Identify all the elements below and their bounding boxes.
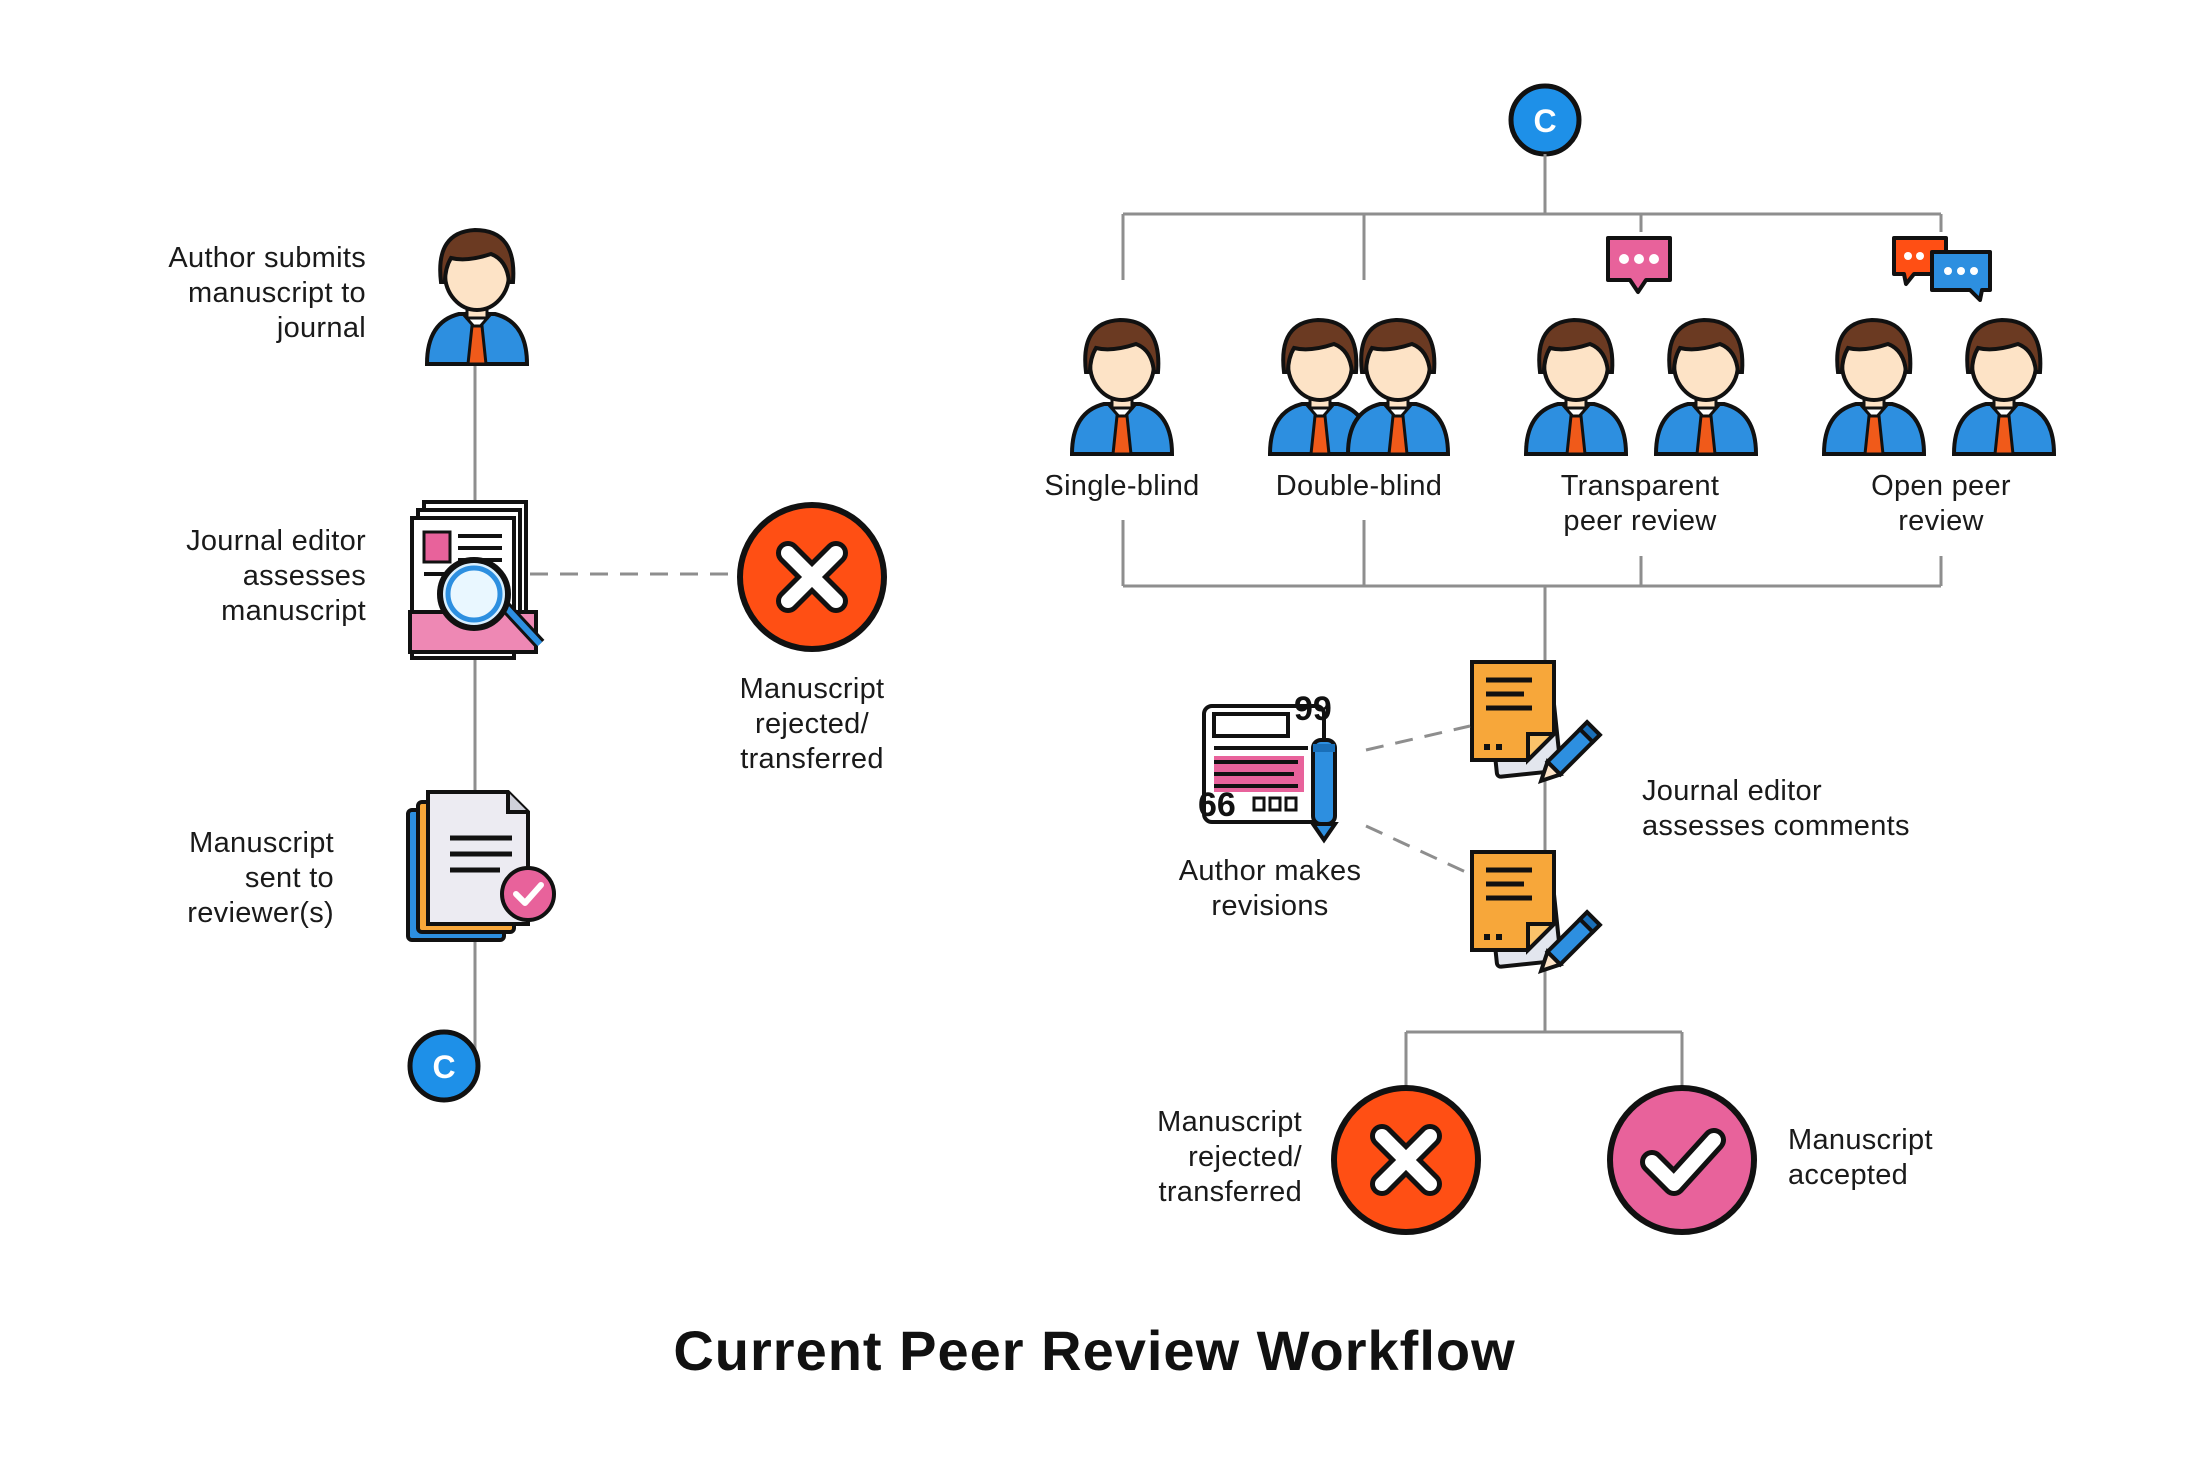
svg-text:66: 66 bbox=[1198, 786, 1236, 824]
transparent-chat-bubble-icon bbox=[1606, 236, 1672, 294]
manuscript-stack-icon bbox=[406, 790, 556, 942]
left-rejected-label: Manuscript rejected/ transferred bbox=[739, 673, 885, 775]
transparent-reviewer-icon-1 bbox=[1524, 318, 1628, 456]
connector-c-top-letter: C bbox=[1533, 103, 1556, 139]
connector-c-bottom-icon: C bbox=[407, 1029, 481, 1103]
connector-c-bottom-letter: C bbox=[432, 1049, 455, 1085]
editor-assesses-label: Journal editor assesses manuscript bbox=[186, 525, 366, 627]
single-blind-label: Single-blind bbox=[1044, 470, 1200, 502]
transparent-reviewer-icon-2 bbox=[1654, 318, 1758, 456]
final-reject-icon bbox=[1331, 1085, 1481, 1235]
double-blind-reviewer-icon-2 bbox=[1346, 318, 1450, 456]
editor-notepad-icon-2 bbox=[1472, 852, 1600, 977]
connector-c-top-icon: C bbox=[1508, 83, 1582, 157]
svg-text:99: 99 bbox=[1294, 690, 1332, 728]
editor-assesses-comments-label: Journal editor assesses comments bbox=[1642, 775, 1910, 842]
single-blind-reviewer-icon bbox=[1070, 318, 1174, 456]
transparent-label: Transparent peer review bbox=[1560, 470, 1720, 537]
final-accept-icon bbox=[1607, 1085, 1757, 1235]
revision-dashed-line-2 bbox=[1365, 824, 1471, 876]
author-submits-label: Author submits manuscript to journal bbox=[168, 242, 366, 344]
open-chat-bubbles-icon bbox=[1892, 236, 1992, 302]
sent-to-reviewers-label: Manuscript sent to reviewer(s) bbox=[187, 827, 334, 929]
final-rejected-label: Manuscript rejected/ transferred bbox=[1157, 1106, 1302, 1208]
open-reviewer-icon-2 bbox=[1952, 318, 2056, 456]
author-revision-document-icon: 66 99 bbox=[1198, 690, 1339, 844]
open-reviewer-icon-1 bbox=[1822, 318, 1926, 456]
revision-dashed-line-1 bbox=[1365, 724, 1471, 752]
open-label: Open peer review bbox=[1871, 470, 2011, 537]
editor-notepad-icon-1 bbox=[1472, 662, 1600, 787]
double-blind-label: Double-blind bbox=[1275, 470, 1443, 502]
left-reject-icon bbox=[737, 502, 887, 652]
diagram-title: Current Peer Review Workflow bbox=[673, 1319, 1516, 1382]
editor-magnifier-icon bbox=[408, 500, 545, 660]
final-accepted-label: Manuscript accepted bbox=[1788, 1124, 1933, 1191]
author-icon bbox=[425, 228, 529, 366]
author-revisions-label: Author makes revisions bbox=[1178, 855, 1362, 922]
